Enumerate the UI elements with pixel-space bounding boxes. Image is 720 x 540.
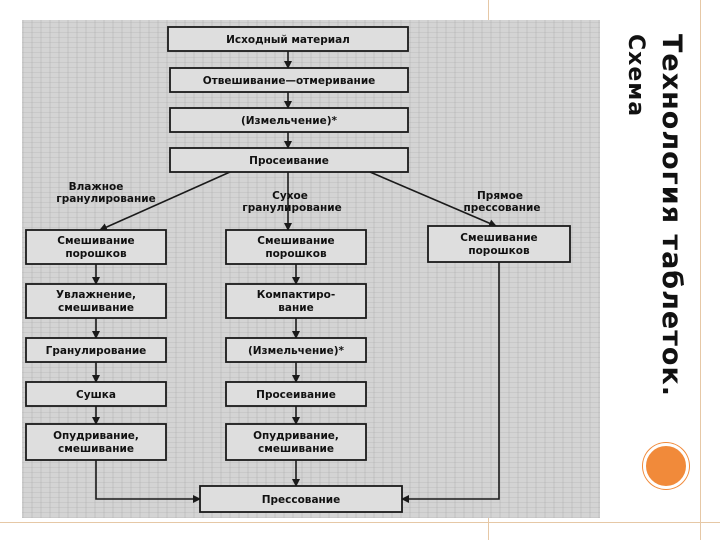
label-dry-sieving: Просеивание [256, 389, 336, 401]
label-weighing: Отвешивание—отмеривание [203, 75, 376, 87]
box-dry-mixing [225, 229, 367, 265]
slide-title-line-1: Технология таблеток. [656, 34, 687, 398]
label-direct-mixing-1: Смешивание [460, 232, 537, 244]
connector-wet-to-pressing [95, 460, 201, 503]
label-direct-mixing-2: порошков [468, 245, 530, 257]
label-wet-mixing-2: порошков [65, 248, 127, 260]
arrow-to-wet-branch [99, 171, 231, 231]
label-dry-mixing-2: порошков [265, 248, 327, 260]
label-wet-moistening-2: смешивание [58, 302, 134, 314]
label-direct-branch-1: Прямое [477, 190, 523, 202]
label-dry-branch-2: гранулирование [242, 202, 341, 214]
label-dry-grinding: (Измельчение)* [248, 345, 345, 357]
slide-border-bottom [0, 522, 720, 523]
scanned-figure [22, 20, 600, 518]
slide-title-line-2: Схема [623, 34, 648, 118]
box-dry-dusting [225, 423, 367, 461]
label-wet-mixing-1: Смешивание [57, 235, 134, 247]
connector-direct-to-pressing [401, 262, 500, 503]
box-wet-granulation [25, 337, 167, 363]
box-dry-sieving [225, 381, 367, 407]
slide-title: Технология таблеток. Схема [605, 34, 689, 454]
label-dry-branch-1: Сухое [272, 190, 308, 202]
box-weighing [169, 67, 409, 93]
label-dry-dusting-1: Опудривание, [253, 430, 339, 442]
label-dry-compacting-2: вание [278, 302, 313, 314]
label-dry-mixing-1: Смешивание [257, 235, 334, 247]
label-grinding-top: (Измельчение)* [241, 115, 338, 127]
label-wet-drying: Сушка [76, 389, 116, 401]
label-wet-dusting-1: Опудривание, [53, 430, 139, 442]
box-pressing [199, 485, 403, 513]
arrow-to-direct-branch [369, 171, 497, 227]
label-wet-dusting-2: смешивание [58, 443, 134, 455]
label-dry-compacting-1: Компактиро- [257, 289, 335, 301]
box-grinding-top [169, 107, 409, 133]
label-pressing: Прессование [262, 494, 341, 506]
label-dry-dusting-2: смешивание [258, 443, 334, 455]
box-wet-drying [25, 381, 167, 407]
label-wet-branch-2: гранулирование [56, 193, 155, 205]
label-wet-granulation: Гранулирование [46, 345, 147, 357]
accent-circle [643, 443, 689, 489]
box-wet-dusting [25, 423, 167, 461]
box-dry-compacting [225, 283, 367, 319]
box-wet-mixing [25, 229, 167, 265]
box-sieving-top [169, 147, 409, 173]
slide-border-right [700, 0, 701, 540]
label-wet-branch-1: Влажное [69, 181, 124, 193]
label-source-material: Исходный материал [226, 34, 350, 46]
label-direct-branch-2: прессование [463, 202, 540, 214]
label-wet-moistening-1: Увлажнение, [56, 289, 136, 301]
label-sieving-top: Просеивание [249, 155, 329, 167]
box-dry-grinding [225, 337, 367, 363]
